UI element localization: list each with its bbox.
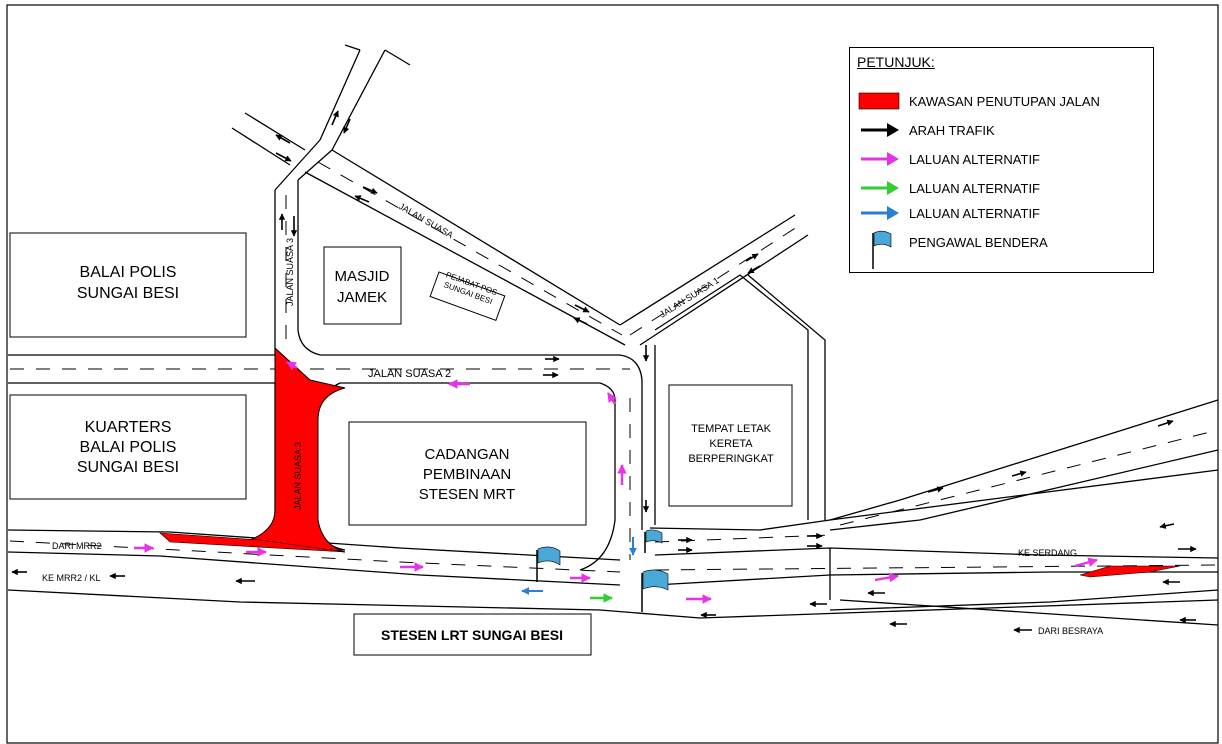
label-stesen-lrt: STESEN LRT SUNGAI BESI — [381, 627, 563, 643]
map-frame — [6, 4, 1219, 744]
building-balai-polis — [9, 232, 247, 338]
arrow-right-icon — [857, 121, 905, 139]
closure-area-serdang — [1079, 565, 1181, 578]
label-cadangan-1: CADANGAN — [424, 446, 509, 463]
arrow-right-icon — [857, 204, 905, 222]
legend-item-label: LALUAN ALTERNATIF — [909, 151, 1040, 167]
closure-rect-icon — [857, 92, 905, 110]
label-ke-mrr2-kl: KE MRR2 / KL — [42, 573, 101, 583]
legend-item-alt-blue: LALUAN ALTERNATIF — [857, 204, 1040, 222]
label-jalan-suasa-3-top: JALAN SUASA 3 — [285, 238, 295, 306]
label-tempat-letak-2: KERETA — [709, 438, 753, 450]
legend-item-label: ARAH TRAFIK — [909, 122, 995, 138]
flag-icon — [644, 529, 663, 553]
legend-item-closure: KAWASAN PENUTUPAN JALAN — [857, 92, 1100, 110]
label-balai-polis-2: SUNGAI BESI — [77, 285, 179, 302]
building-cadangan — [348, 421, 587, 526]
label-balai-polis-1: BALAI POLIS — [80, 264, 177, 281]
legend-item-alt-magenta: LALUAN ALTERNATIF — [857, 150, 1040, 168]
arrow-right-icon — [857, 179, 905, 197]
flag-icon — [536, 546, 561, 582]
legend-item-label: LALUAN ALTERNATIF — [909, 180, 1040, 196]
label-cadangan-3: STESEN MRT — [419, 486, 515, 503]
legend-item-label: KAWASAN PENUTUPAN JALAN — [909, 93, 1100, 109]
label-kuarters-2: BALAI POLIS — [80, 439, 177, 456]
legend-title: PETUNJUK: — [857, 54, 935, 70]
label-masjid-2: JAMEK — [337, 289, 387, 306]
closure-area-jalan-suasa-3 — [248, 346, 346, 553]
building-tempat-letak — [668, 384, 793, 507]
label-cadangan-2: PEMBINAAN — [423, 466, 511, 483]
traffic-arrows — [11, 110, 1197, 634]
flag-icon — [641, 569, 669, 612]
legend-item-alt-green: LALUAN ALTERNATIF — [857, 179, 1040, 197]
legend-item-label: PENGAWAL BENDERA — [909, 234, 1048, 250]
label-kuarters-3: SUNGAI BESI — [77, 459, 179, 476]
building-stesen-lrt — [353, 613, 592, 656]
label-dari-mrr2: DARI MRR2 — [52, 541, 102, 551]
label-tempat-letak-3: BERPERINGKAT — [688, 453, 774, 465]
arrow-right-icon — [857, 150, 905, 168]
legend-item-label: LALUAN ALTERNATIF — [909, 205, 1040, 221]
buildings — [9, 232, 793, 656]
label-tempat-letak-1: TEMPAT LETAK — [691, 423, 772, 435]
building-masjid — [323, 246, 402, 325]
label-jalan-suasa-2: JALAN SUASA 2 — [368, 368, 451, 380]
label-dari-besraya: DARI BESRAYA — [1038, 626, 1103, 636]
building-kuarters — [9, 394, 247, 500]
closure-area-mrr2 — [159, 532, 346, 553]
alt-route-magenta-arrows — [134, 360, 1098, 604]
map-labels: BALAI POLIS SUNGAI BESI KUARTERS BALAI P… — [42, 201, 1103, 643]
legend-item-flag: PENGAWAL BENDERA — [857, 229, 1048, 269]
legend — [849, 47, 1154, 273]
label-masjid-1: MASJID — [334, 268, 389, 285]
flag-icon — [857, 229, 905, 269]
building-pejabat-pos — [429, 271, 506, 322]
label-kuarters-1: KUARTERS — [85, 419, 172, 436]
label-ke-serdang: KE SERDANG — [1018, 548, 1077, 558]
legend-item-traffic: ARAH TRAFIK — [857, 121, 995, 139]
label-jalan-suasa-3-bottom: JALAN SUASA 3 — [293, 442, 303, 510]
